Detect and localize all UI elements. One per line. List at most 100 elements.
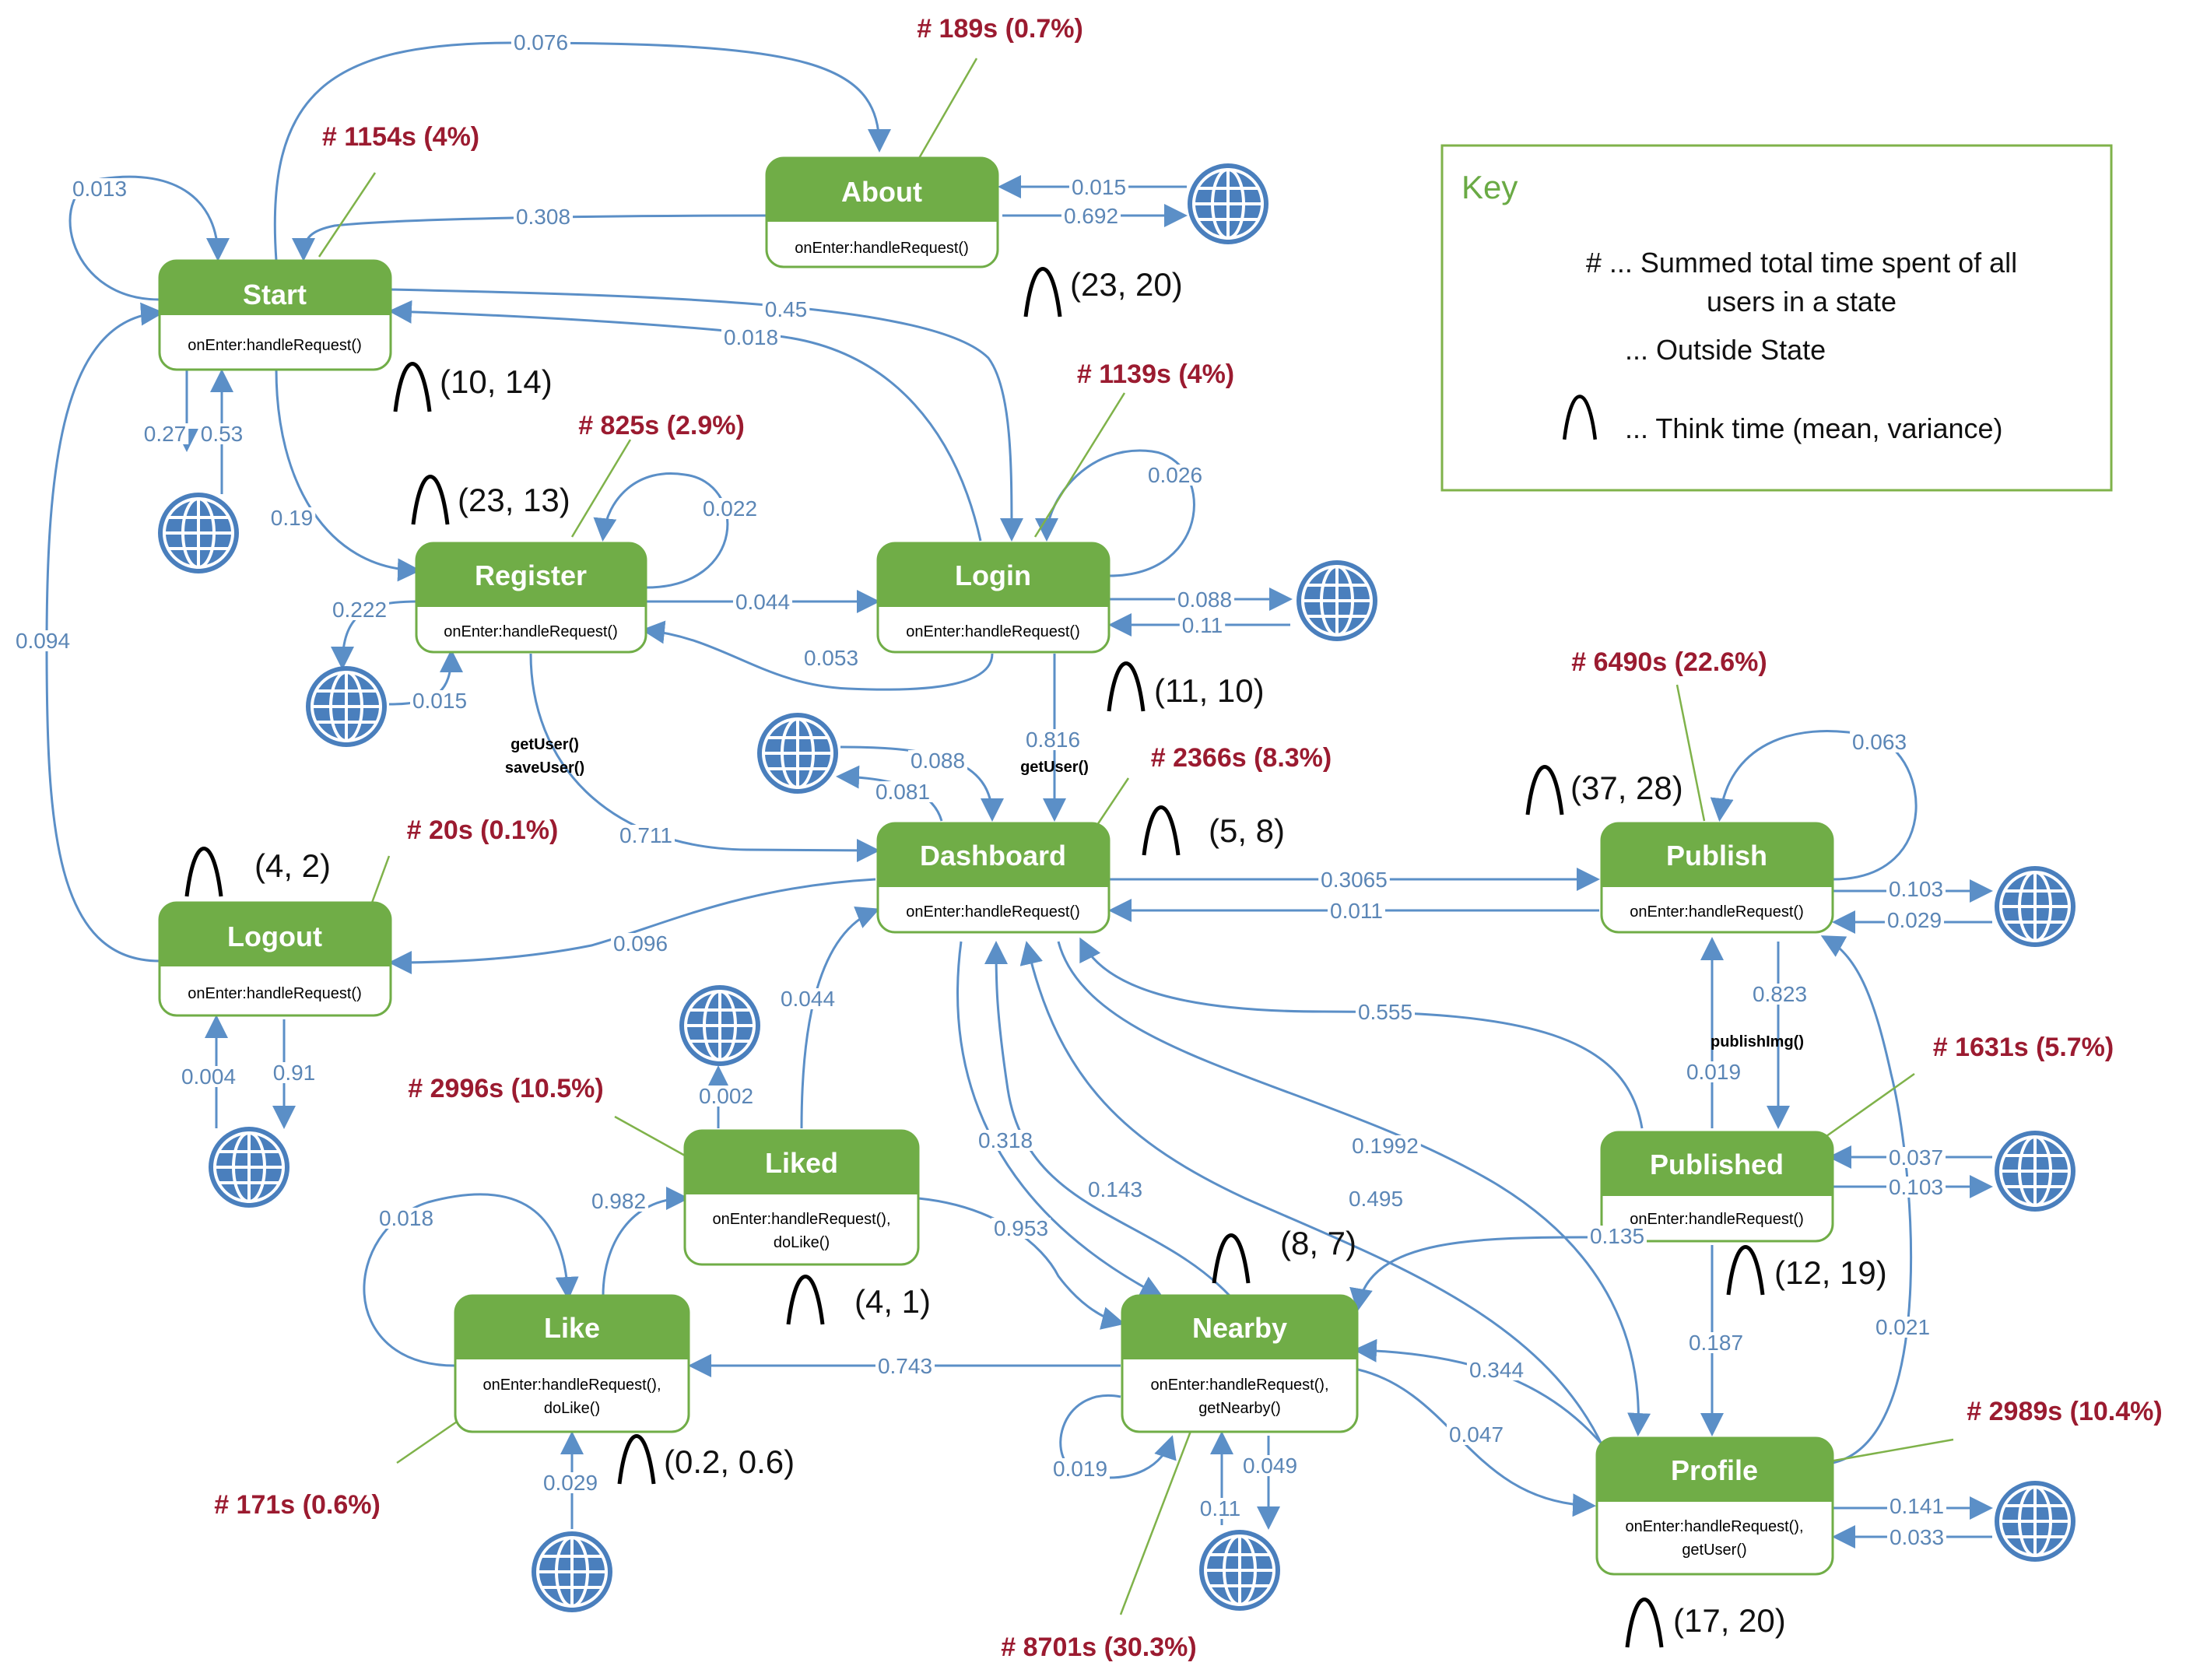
edge-label-background bbox=[69, 178, 130, 199]
state-dashboard-title: Dashboard bbox=[920, 840, 1066, 872]
state-like-action-line2: doLike() bbox=[544, 1400, 600, 1417]
state-like[interactable]: Like onEnter:handleRequest(), doLike() bbox=[454, 1294, 690, 1433]
action-publish-published: publishImg() bbox=[1711, 1033, 1804, 1050]
action-login-dashboard: getUser() bbox=[1020, 759, 1089, 776]
edge-label-published-dashboard: 0.555 bbox=[1358, 1000, 1412, 1024]
edge-profile-dashboard bbox=[1019, 941, 1605, 1448]
edge-published-nearby bbox=[1349, 1236, 1600, 1312]
state-register-action: onEnter:handleRequest() bbox=[444, 623, 617, 640]
edge-label-background bbox=[1886, 1147, 1946, 1168]
edge-label-background bbox=[409, 690, 470, 711]
state-liked-action-line1: onEnter:handleRequest(), bbox=[712, 1211, 890, 1228]
state-dashboard[interactable]: Dashboard onEnter:handleRequest() bbox=[876, 822, 1111, 934]
state-register[interactable]: Register onEnter:handleRequest() bbox=[415, 542, 647, 654]
edge-label-background bbox=[1023, 729, 1083, 750]
edge-label-background bbox=[1061, 205, 1121, 226]
state-login-action: onEnter:handleRequest() bbox=[906, 623, 1079, 640]
state-login[interactable]: Login onEnter:handleRequest() bbox=[876, 542, 1111, 654]
edge-label-logout-start: 0.094 bbox=[16, 629, 70, 653]
edge-label-dashboard-nearby: 0.318 bbox=[978, 1128, 1033, 1152]
edge-label-background bbox=[588, 1191, 649, 1212]
state-liked[interactable]: Liked onEnter:handleRequest(), doLike() bbox=[683, 1129, 920, 1266]
globe-about bbox=[1186, 162, 1270, 246]
edge-liked-dashboard bbox=[800, 907, 880, 1129]
think-like: (0.2, 0.6) bbox=[664, 1443, 795, 1480]
leader-profile bbox=[1820, 1438, 1954, 1464]
edge-label-logout-ext: 0.91 bbox=[273, 1061, 316, 1085]
edge-label-liked-nearby: 0.953 bbox=[994, 1216, 1048, 1240]
edge-label-background bbox=[1872, 1317, 1933, 1338]
edge-label-ext-logout: 0.004 bbox=[181, 1064, 236, 1089]
state-published-title: Published bbox=[1650, 1149, 1784, 1180]
state-start[interactable]: Start onEnter:handleRequest() bbox=[158, 259, 392, 371]
leader-published bbox=[1820, 1072, 1915, 1142]
state-about[interactable]: About onEnter:handleRequest() bbox=[765, 156, 999, 268]
globe-like bbox=[530, 1530, 614, 1614]
think-icon-liked bbox=[788, 1277, 823, 1325]
edge-label-background bbox=[1683, 1061, 1744, 1082]
state-nearby[interactable]: Nearby onEnter:handleRequest(), getNearb… bbox=[1121, 1294, 1359, 1433]
edge-label-background bbox=[1349, 1135, 1421, 1156]
think-icon-login bbox=[1109, 664, 1143, 712]
globe-register bbox=[304, 665, 388, 749]
stat-like: # 171s (0.6%) bbox=[214, 1490, 381, 1520]
leader-about bbox=[917, 58, 978, 160]
state-logout[interactable]: Logout onEnter:handleRequest() bbox=[158, 901, 392, 1017]
globe-publish bbox=[1993, 865, 2077, 949]
edge-label-publish-dashboard: 0.011 bbox=[1330, 899, 1383, 923]
edge-label-login-self: 0.026 bbox=[1148, 463, 1202, 487]
leader-logout bbox=[370, 855, 391, 903]
edge-label-dashboard-profile: 0.1992 bbox=[1352, 1134, 1419, 1158]
edge-label-register-login: 0.044 bbox=[735, 590, 790, 614]
globe-profile bbox=[1993, 1479, 2077, 1563]
state-start-title: Start bbox=[243, 279, 307, 310]
edge-label-dashboard-logout: 0.096 bbox=[613, 931, 668, 956]
edge-label-publish-ext: 0.103 bbox=[1889, 877, 1943, 901]
state-published[interactable]: Published onEnter:handleRequest() bbox=[1600, 1131, 1834, 1243]
state-logout-action: onEnter:handleRequest() bbox=[188, 985, 361, 1002]
edge-label-login-register: 0.053 bbox=[804, 646, 858, 670]
edge-label-like-liked: 0.982 bbox=[591, 1189, 646, 1213]
state-login-title: Login bbox=[955, 559, 1031, 591]
edge-label-background bbox=[1318, 869, 1390, 890]
edge-label-background bbox=[1749, 984, 1810, 1005]
edge-label-background bbox=[907, 750, 968, 771]
leader-start bbox=[318, 172, 377, 258]
leader-nearby bbox=[1119, 1400, 1204, 1615]
edge-label-profile-nearby: 0.344 bbox=[1469, 1358, 1524, 1382]
state-profile-title: Profile bbox=[1671, 1454, 1758, 1486]
edge-label-background bbox=[1328, 900, 1385, 921]
globe-liked bbox=[678, 984, 762, 1068]
edge-label-background bbox=[1446, 1424, 1507, 1445]
edge-start-login bbox=[390, 288, 1023, 542]
leader-like bbox=[396, 1419, 460, 1464]
edge-label-published-profile: 0.187 bbox=[1689, 1331, 1743, 1355]
edge-label-background bbox=[511, 32, 571, 53]
edge-label-start-register: 0.19 bbox=[271, 506, 314, 530]
edge-register-dashboard bbox=[529, 653, 880, 862]
edge-label-nearby-like: 0.743 bbox=[878, 1354, 932, 1378]
edge-label-background bbox=[1085, 1179, 1146, 1200]
leader-register bbox=[570, 439, 632, 538]
edge-label-start-login: 0.45 bbox=[765, 297, 808, 321]
edge-label-background bbox=[732, 591, 793, 612]
state-publish[interactable]: Publish onEnter:handleRequest() bbox=[1600, 822, 1834, 934]
edge-label-published-nearby: 0.135 bbox=[1590, 1224, 1644, 1248]
think-login: (11, 10) bbox=[1154, 672, 1265, 709]
edge-label-background bbox=[610, 933, 671, 954]
edge-label-ext-published: 0.037 bbox=[1889, 1145, 1943, 1170]
think-icon-published bbox=[1728, 1247, 1763, 1296]
edge-label-background bbox=[1884, 910, 1945, 931]
edge-label-background bbox=[975, 1130, 1036, 1151]
state-liked-title: Liked bbox=[765, 1147, 838, 1179]
edge-label-ext-about: 0.015 bbox=[1072, 175, 1126, 199]
edge-published-dashboard bbox=[1079, 937, 1644, 1129]
edge-login-register bbox=[641, 620, 994, 691]
edge-label-background bbox=[12, 630, 73, 651]
edge-label-login-start: 0.018 bbox=[724, 325, 778, 349]
edge-dashboard-nearby bbox=[956, 941, 1164, 1298]
state-profile[interactable]: Profile onEnter:handleRequest(), getUser… bbox=[1595, 1436, 1834, 1576]
edge-label-register-dashboard: 0.711 bbox=[619, 823, 672, 847]
state-liked-action-line2: doLike() bbox=[774, 1234, 830, 1251]
